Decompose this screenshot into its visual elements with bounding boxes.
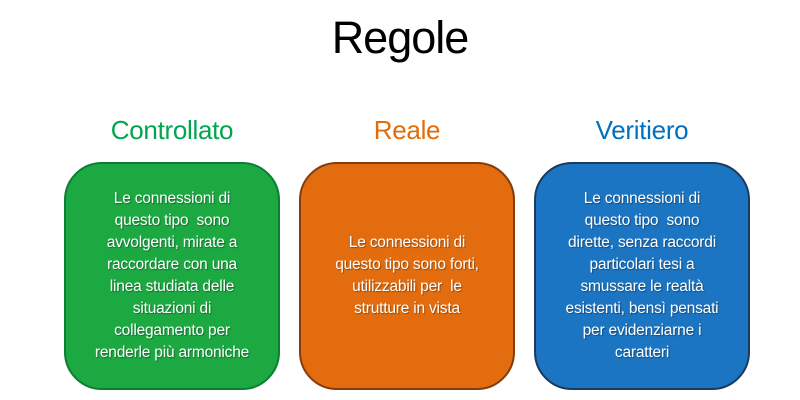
column-veritiero: Veritiero Le connessioni di questo tipo … [534,112,750,390]
heading-controllato: Controllato [110,115,234,145]
heading-reale: Reale [373,115,441,145]
box-text-controllato: Le connessioni di questo tipo sono avvol… [94,190,250,361]
box-controllato: Le connessioni di questo tipo sono avvol… [64,162,280,390]
heading-veritiero: Veritiero [595,115,689,145]
box-text-reale: Le connessioni di questo tipo sono forti… [335,234,479,317]
column-controllato: Controllato Le connessioni di questo tip… [64,112,280,390]
box-text-veritiero: Le connessioni di questo tipo sono diret… [565,190,719,361]
box-reale: Le connessioni di questo tipo sono forti… [299,162,515,390]
columns-row: Controllato Le connessioni di questo tip… [64,112,758,390]
box-veritiero: Le connessioni di questo tipo sono diret… [534,162,750,390]
page-title: Regole [331,12,470,63]
column-reale: Reale Le connessioni di questo tipo sono… [299,112,515,390]
